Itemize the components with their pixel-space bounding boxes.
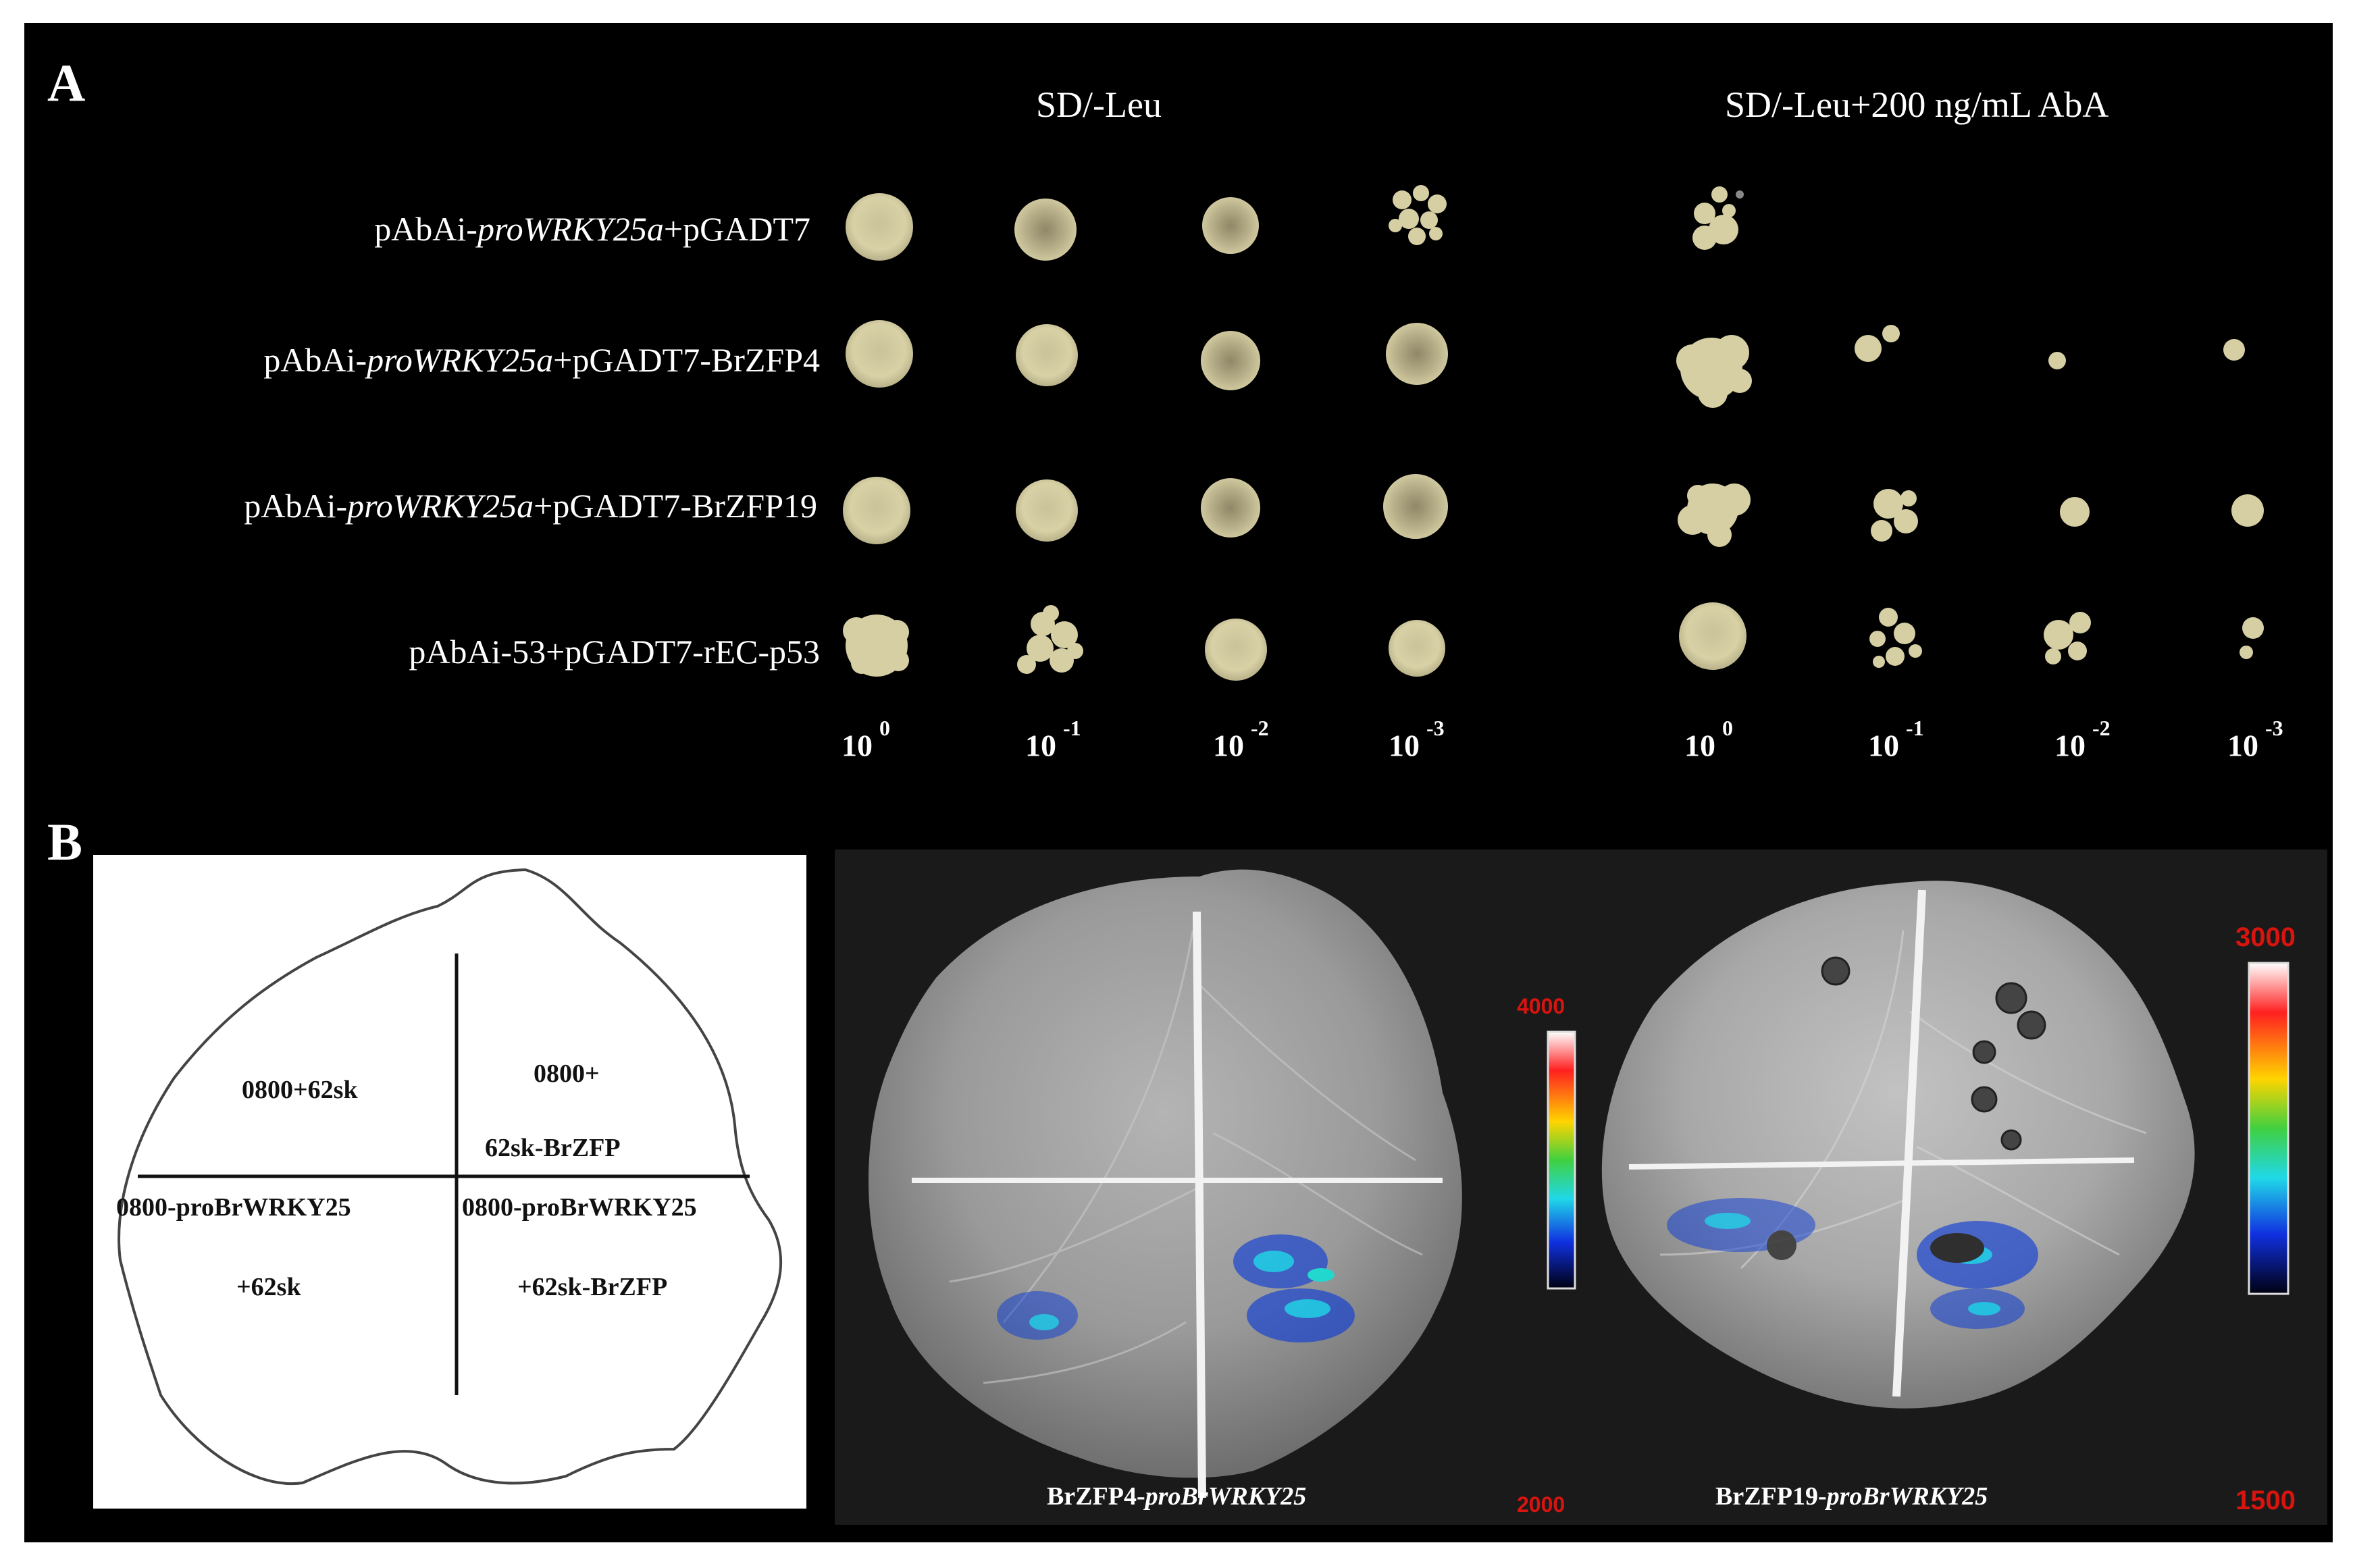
leaf-outline [118,868,783,1486]
dilution-label-6: 10-1 [1868,716,1924,763]
colony-r2-c4 [1386,323,1448,385]
colony-r2-c8 [2223,339,2245,361]
colony-grid [843,185,2264,681]
colony-r1-c5 [1692,186,1744,250]
leaf2-vertical-line [1892,889,1926,1397]
leaf2-signal-right [1917,1221,2038,1329]
caption-1: BrZFP4-proBrWRKY25 [1047,1482,1307,1511]
scale-1-min: 2000 [1517,1492,1565,1517]
scale-1-max: 4000 [1517,994,1565,1018]
condition-title-sdleu: SD/-Leu [1036,84,1162,125]
colony-r2-c2 [1016,324,1078,386]
scale-bar-1 [1547,1030,1576,1290]
colony-r4-c7 [2044,612,2091,664]
colony-r1-c1 [846,193,913,261]
diagram-q4-line1: 0800-proBrWRKY25 [462,1193,697,1222]
diagram-q2-line1: 0800+ [534,1060,600,1088]
caption-2: BrZFP19-proBrWRKY25 [1715,1482,1988,1511]
colony-r2-c5 [1676,335,1752,408]
colony-r3-c1 [843,477,910,544]
figure: A B SD/-Leu SD/-Leu+200 ng/mL AbA pAbAi-… [24,23,2333,1542]
luciferase-image-2: 3000 1500 BrZFP19-proBrWRKY25 [1579,850,2327,1525]
colony-r4-c5 [1679,602,1746,670]
strain-label-4: pAbAi-53+pGADT7-rEC-p53 [409,633,820,671]
diagram-q3-line1: 0800-proBrWRKY25 [116,1193,351,1222]
colony-r2-c1 [846,320,913,388]
strain-label-1: pAbAi-proWRKY25a+pGADT7 [374,210,810,248]
diagram-q2-line2: 62sk-BrZFP [485,1134,621,1162]
colony-r1-c2 [1014,199,1077,261]
leaf-photo-2 [1601,881,2289,1409]
diagram-q4-line2: +62sk-BrZFP [517,1273,667,1301]
leaf1-signal-right [1233,1234,1355,1342]
dilution-label-5: 100 [1684,716,1733,763]
panel-b-letter: B [47,812,83,871]
dilution-label-7: 10-2 [2054,716,2111,763]
scale-2-min: 1500 [2235,1486,2296,1515]
dilution-label-4: 10-3 [1389,716,1445,763]
condition-title-sdleu-aba: SD/-Leu+200 ng/mL AbA [1725,84,2109,125]
dilution-label-2: 10-1 [1025,716,1081,763]
diagram-q1: 0800+62sk [242,1076,358,1104]
colony-r1-c4 [1389,185,1447,245]
colony-r3-c8 [2231,494,2264,527]
leaf-diagram-box: 0800+62sk 0800+ 62sk-BrZFP 0800-proBrWRK… [93,855,806,1509]
leaf2-signal-left [1667,1198,1815,1260]
colony-r4-c3 [1205,619,1267,681]
leaf1-vertical-line [1193,911,1206,1498]
colony-r3-c4 [1383,474,1448,539]
scale-2-max: 3000 [2235,922,2296,952]
scale-bar-2 [2248,962,2289,1295]
leaf-diagram: 0800+62sk 0800+ 62sk-BrZFP 0800-proBrWRK… [116,868,783,1486]
colony-r2-c3 [1201,331,1260,390]
colony-r3-c7 [2060,497,2090,527]
colony-r3-c6 [1871,489,1918,542]
colony-r3-c3 [1201,478,1260,538]
panel-a-letter: A [47,53,86,112]
colony-r3-c5 [1678,484,1751,547]
colony-r4-c4 [1389,620,1445,677]
colony-r1-c3 [1202,197,1259,254]
leaf-photo-1 [869,869,1576,1498]
leaf1-signal-left [997,1291,1078,1340]
colony-r4-c1 [843,615,909,677]
strain-label-3: pAbAi-proWRKY25a+pGADT7-BrZFP19 [244,487,817,525]
diagram-q3-line2: +62sk [236,1273,301,1301]
dilution-label-8: 10-3 [2227,716,2283,763]
leaf2-horizontal-line [1628,1157,2135,1170]
strain-label-2: pAbAi-proWRKY25a+pGADT7-BrZFP4 [263,341,820,379]
dilution-label-3: 10-2 [1213,716,1269,763]
luciferase-image-1: 4000 2000 BrZFP4-proBrWRKY25 [835,850,1583,1525]
colony-r4-c6 [1869,608,1922,668]
colony-r2-c6 [1855,325,1900,362]
colony-r2-c7 [2048,352,2066,369]
colony-r4-c8 [2240,617,2264,659]
colony-r3-c2 [1016,479,1078,542]
colony-r4-c2 [1017,605,1083,674]
dilution-label-1: 100 [842,716,890,763]
